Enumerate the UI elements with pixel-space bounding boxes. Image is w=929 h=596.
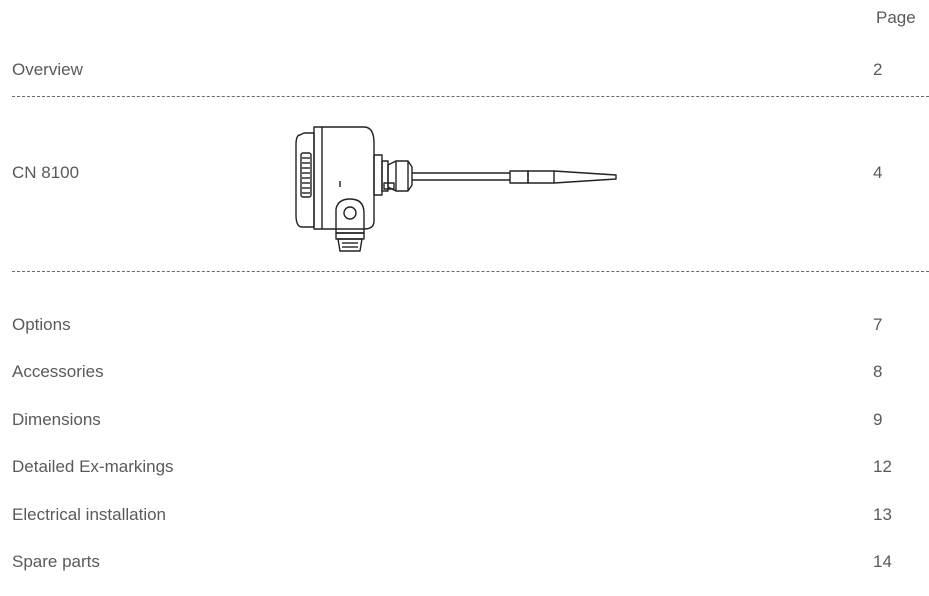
toc-label-electrical-installation[interactable]: Electrical installation: [12, 505, 167, 524]
toc-label-dimensions[interactable]: Dimensions: [12, 410, 101, 429]
toc-page-ex-markings: 12: [873, 457, 892, 476]
toc-page-options: 7: [873, 315, 883, 334]
toc-label-accessories[interactable]: Accessories: [12, 362, 104, 381]
toc-page-cn8100: 4: [873, 163, 883, 182]
toc-page-dimensions: 9: [873, 410, 883, 429]
toc-page-accessories: 8: [873, 362, 883, 381]
toc-label-ex-markings[interactable]: Detailed Ex-markings: [12, 457, 174, 476]
section-divider-bottom: [12, 271, 929, 272]
toc-label-options[interactable]: Options: [12, 315, 71, 334]
toc-page-overview: 2: [873, 60, 883, 79]
page-column-header: Page: [876, 8, 916, 27]
cn8100-sensor-drawing-icon: [295, 126, 617, 252]
toc-label-overview[interactable]: Overview: [12, 60, 83, 79]
section-divider-top: [12, 96, 929, 97]
toc-label-cn8100[interactable]: CN 8100: [12, 163, 80, 182]
toc-page-electrical-installation: 13: [873, 505, 892, 524]
toc-page-spare-parts: 14: [873, 552, 892, 571]
toc-label-spare-parts[interactable]: Spare parts: [12, 552, 100, 571]
